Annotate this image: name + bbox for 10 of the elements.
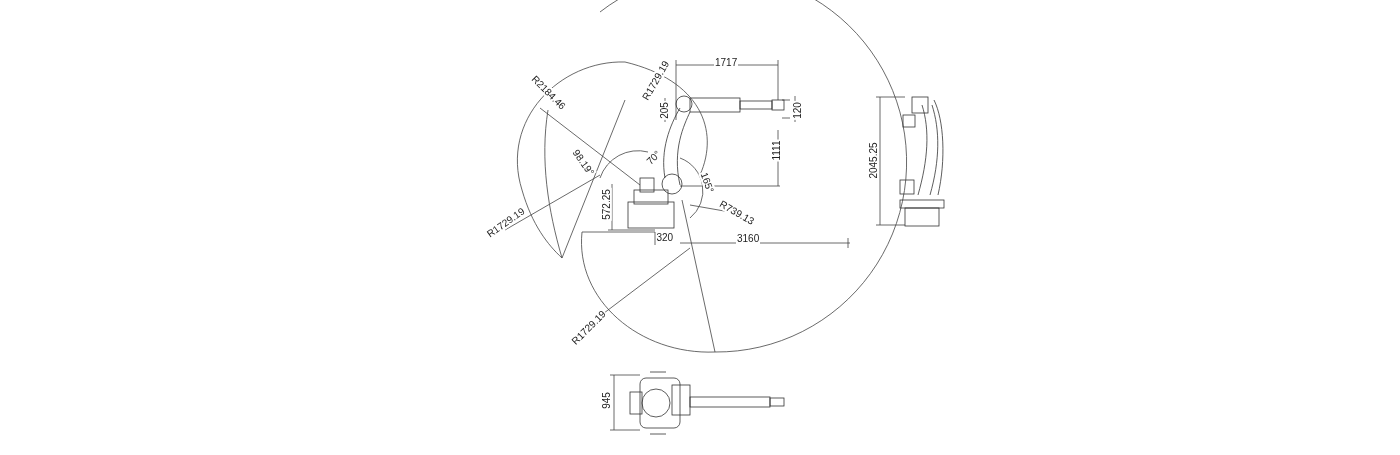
dimension-label: 945 bbox=[600, 390, 612, 410]
dimension-label: 2045.25 bbox=[867, 140, 879, 180]
dimension-label: 1717 bbox=[714, 56, 739, 68]
dimension-label: 572.25 bbox=[600, 187, 612, 221]
dimension-label: 320 bbox=[655, 231, 675, 243]
dimension-label: 205 bbox=[658, 100, 670, 120]
dimension-label: 1111 bbox=[770, 139, 782, 161]
dimension-label: 70° bbox=[643, 147, 663, 167]
dimension-label: 120 bbox=[791, 100, 803, 120]
dimension-label: 3160 bbox=[736, 232, 761, 244]
